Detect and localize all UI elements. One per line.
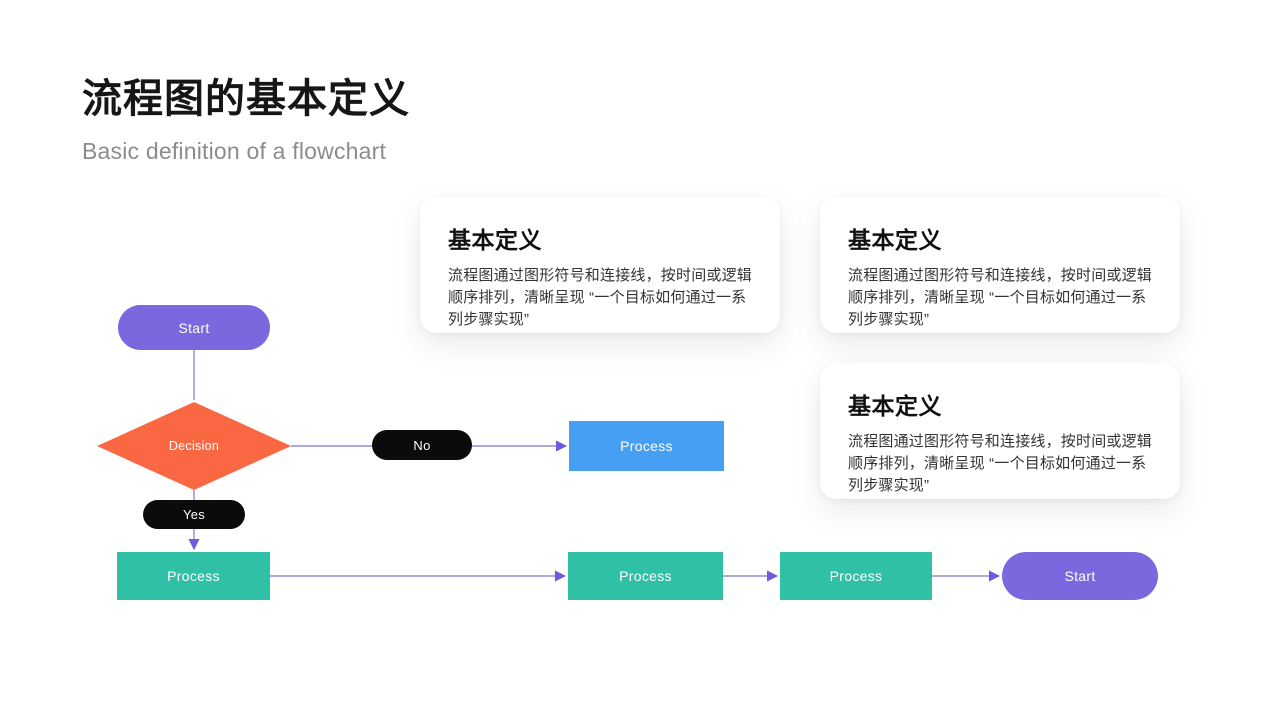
definition-card-3: 基本定义 流程图通过图形符号和连接线，按时间或逻辑顺序排列，清晰呈现 “一个目标… [820,363,1180,499]
card-body: 流程图通过图形符号和连接线，按时间或逻辑顺序排列，清晰呈现 “一个目标如何通过一… [848,267,1153,329]
card-title: 基本定义 [848,227,942,253]
flow-node-process-blue: Process [569,421,724,471]
flow-node-end: Start [1002,552,1158,600]
flow-node-label: Start [1064,568,1096,584]
flow-node-label: Process [619,568,672,584]
flow-node-label: Process [167,568,220,584]
flow-node-label: Process [620,438,673,454]
flow-node-label: Start [178,319,210,336]
flow-node-label: Process [829,568,883,584]
card-title: 基本定义 [848,393,942,419]
flow-edge-label-no: No [372,430,472,460]
flow-node-process-1: Process [117,552,270,600]
definition-card-2: 基本定义 流程图通过图形符号和连接线，按时间或逻辑顺序排列，清晰呈现 “一个目标… [820,197,1180,333]
flow-node-label: Decision [168,439,220,453]
flow-node-process-2: Process [568,552,723,600]
flow-node-start: Start [118,305,270,350]
flow-edge-label-yes: Yes [143,500,245,529]
page-title: 流程图的基本定义 [82,77,410,121]
definition-card-1: 基本定义 流程图通过图形符号和连接线，按时间或逻辑顺序排列，清晰呈现 “一个目标… [420,197,780,333]
page-subtitle: Basic definition of a flowchart [82,138,387,164]
card-body: 流程图通过图形符号和连接线，按时间或逻辑顺序排列，清晰呈现 “一个目标如何通过一… [448,267,753,329]
flow-edge-label: No [413,437,431,453]
flow-node-process-3: Process [780,552,932,600]
flow-edge-label: Yes [182,507,206,522]
card-title: 基本定义 [448,227,542,253]
card-body: 流程图通过图形符号和连接线，按时间或逻辑顺序排列，清晰呈现 “一个目标如何通过一… [848,433,1153,495]
